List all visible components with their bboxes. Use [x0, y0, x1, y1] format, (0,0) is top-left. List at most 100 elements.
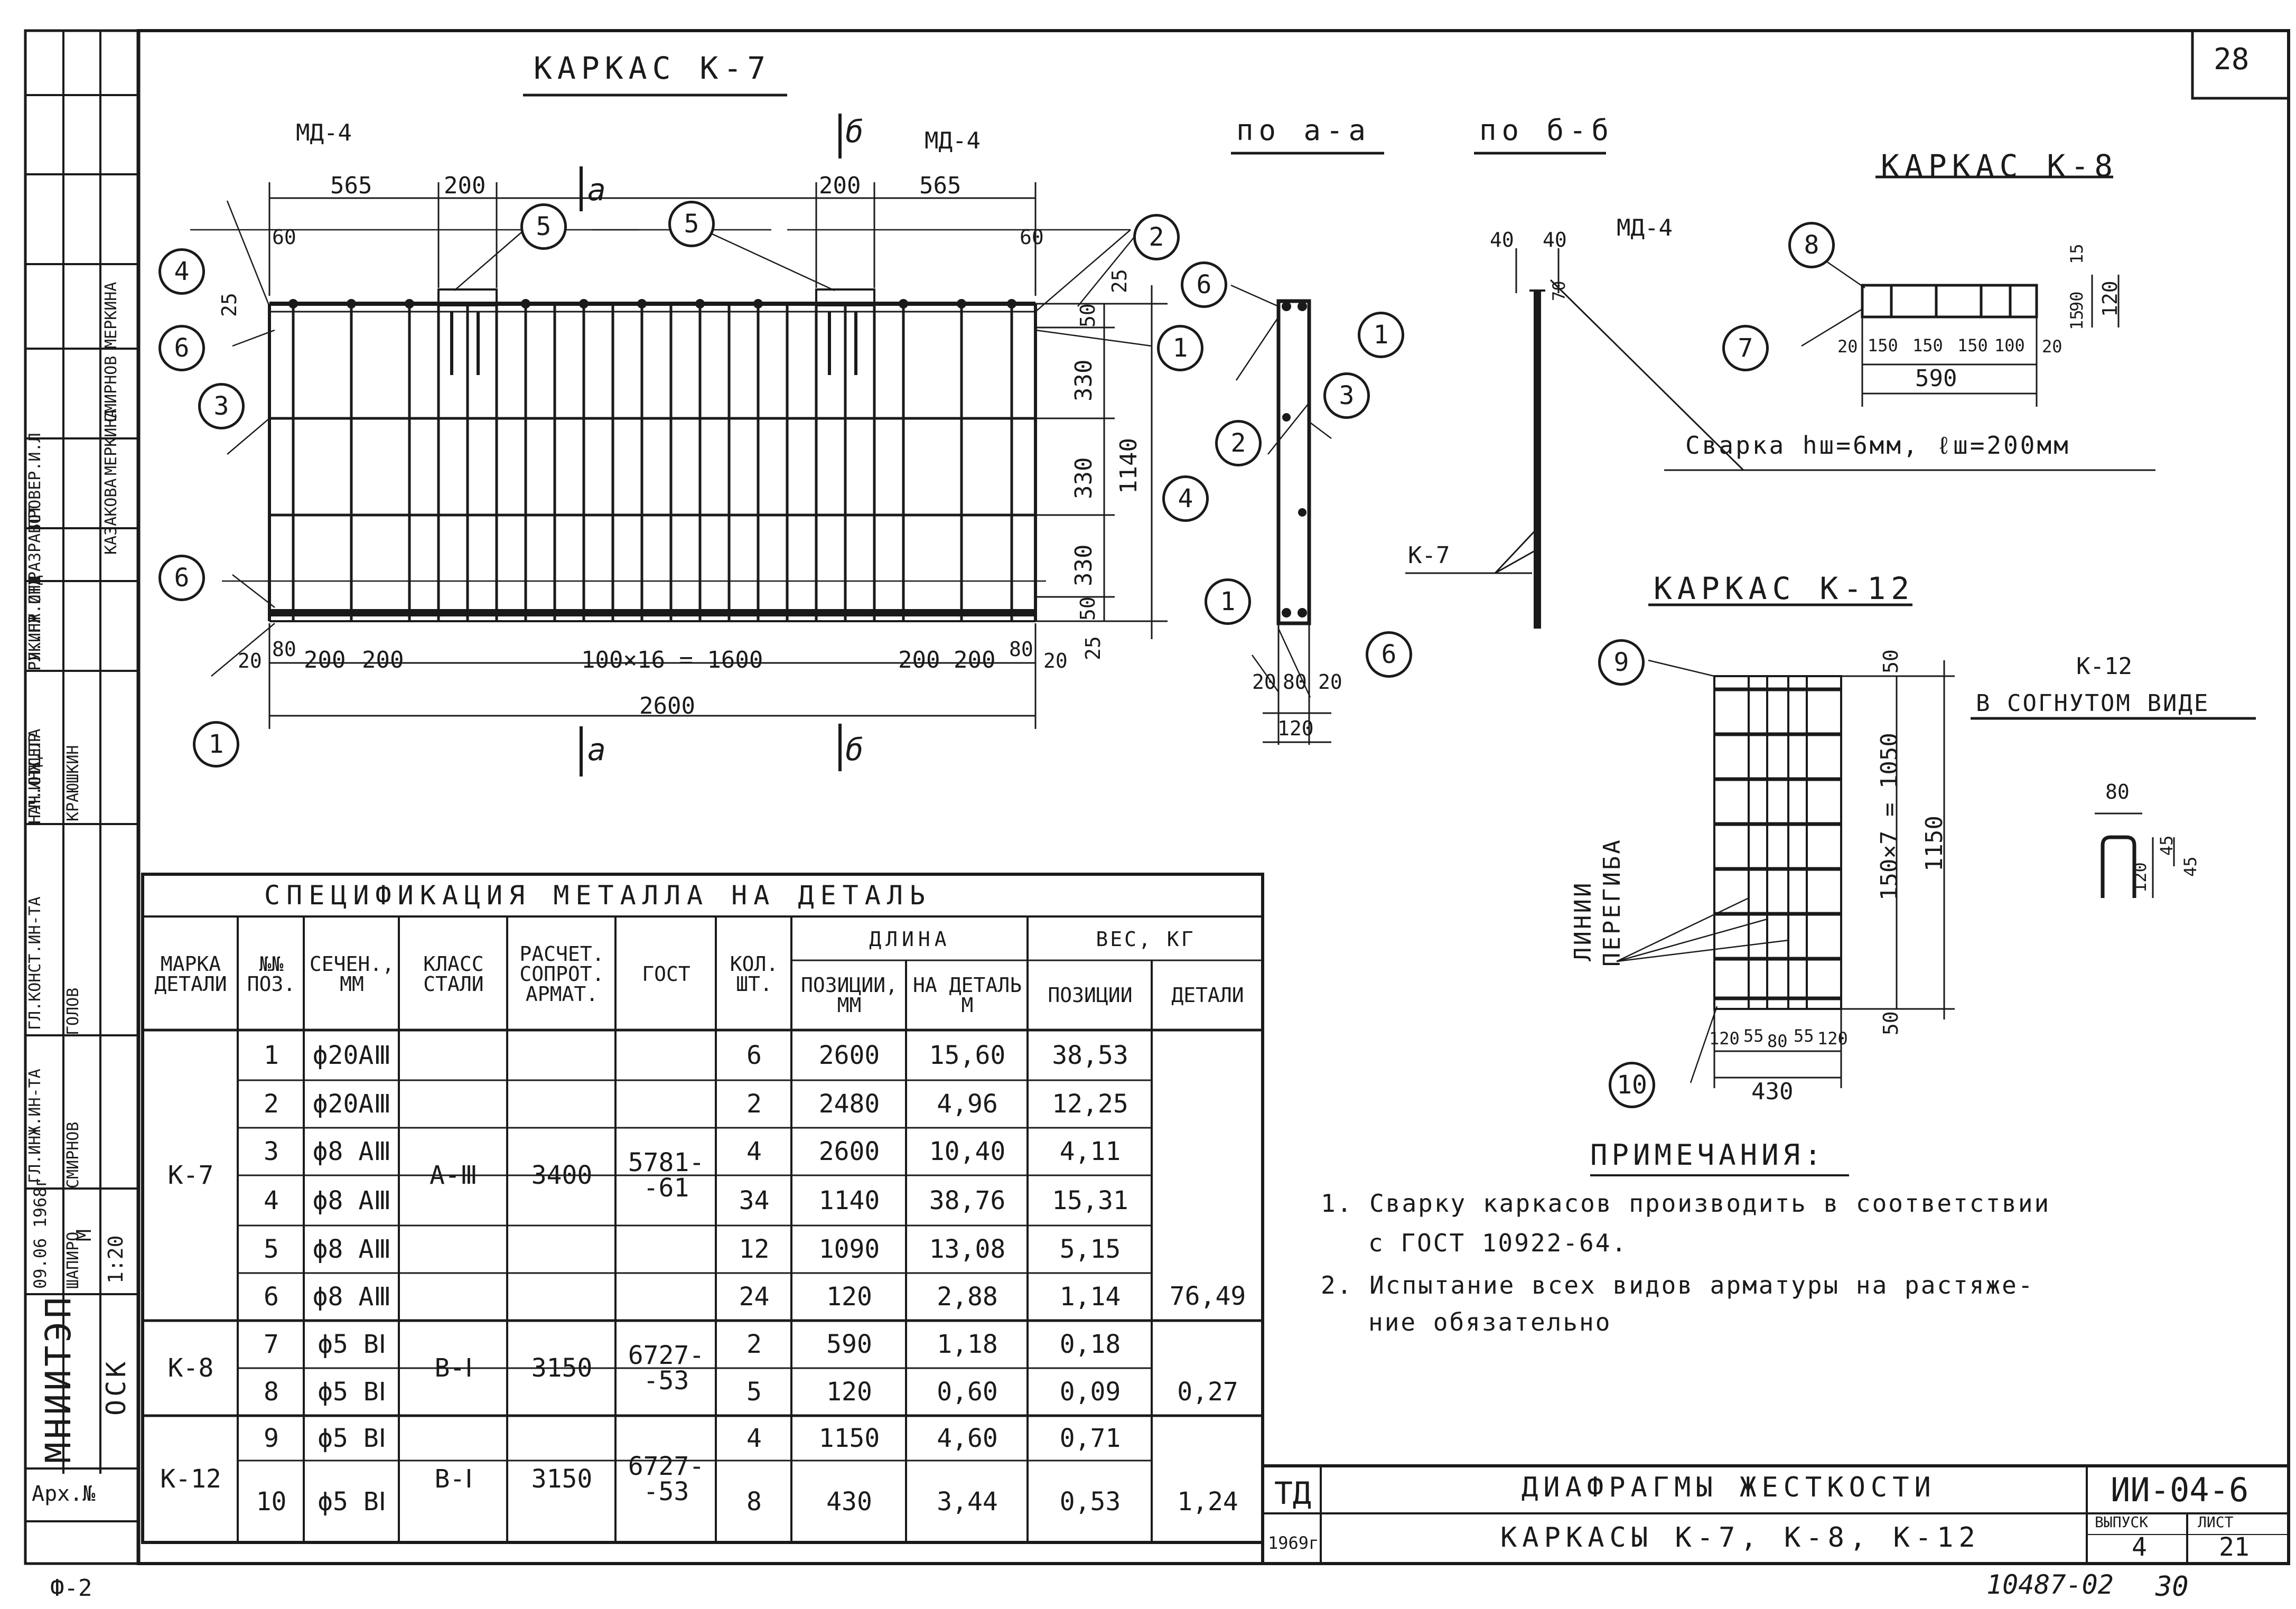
k12-dim-bottom-2: 55 [1743, 1026, 1764, 1046]
spec-row-2-ves: 12,25 [1052, 1089, 1128, 1119]
k12-dim-right-3: 50 [1879, 1011, 1902, 1035]
stamp-dept: ОСК [101, 1358, 132, 1416]
spec-row-9-ves: 0,71 [1059, 1423, 1121, 1453]
k7-mark-5-left: 5 [520, 203, 567, 250]
spec-g2-gost: 6727- -53 [628, 1341, 705, 1396]
spec-h-ves: ВЕС, КГ [1096, 928, 1196, 951]
spec-h-kol: КОЛ. ШТ. [730, 952, 779, 996]
k7-section-b-bottom: б [845, 732, 864, 768]
section-aa-mark-3: 3 [1323, 372, 1370, 419]
spec-row-1-sech: ϕ20АⅢ [312, 1040, 391, 1070]
archive-code: 10487-02 [1986, 1569, 2114, 1600]
k7-title: КАРКАС К-7 [534, 50, 771, 86]
tb-vyp-label: ВЫПУСК [2095, 1513, 2149, 1531]
spec-h-dlina: ДЛИНА [869, 928, 951, 951]
spec-row-1-dl-det: 15,60 [929, 1040, 1006, 1070]
weld-note: Сварка hш=6мм, ℓш=200мм [1685, 431, 2070, 460]
spec-g1-marka: К-7 [167, 1161, 214, 1190]
spec-row-9-kol: 4 [746, 1423, 762, 1453]
k7-dim-bottom-1: 20 [238, 649, 262, 672]
spec-row-5-kol: 12 [739, 1234, 770, 1264]
stamp-role-7: НАЧ.ОТДЕЛА [26, 728, 44, 824]
section-bb-dim-1: 40 [1490, 228, 1514, 251]
k7-dim-top-1: 565 [330, 172, 372, 199]
k7-dim-right-2: 50 [1076, 303, 1099, 328]
k7-dim-total-h: 1140 [1115, 438, 1142, 494]
spec-h-ves-det: ДЕТАЛИ [1171, 984, 1244, 1007]
spec-row-2-dl-det: 4,96 [937, 1089, 998, 1119]
spec-row-6-dl-poz: 120 [826, 1282, 872, 1312]
spec-row-10-dl-det: 3,44 [937, 1486, 998, 1517]
k7-dim-bottom-7: 200 [954, 647, 996, 673]
k7-dim-bottom-8: 80 [1009, 638, 1033, 661]
spec-row-6-kol: 24 [739, 1282, 770, 1312]
spec-row-6-sech: ϕ8 АⅢ [312, 1282, 391, 1312]
spec-row-7-sech: ϕ5 ВⅠ [318, 1330, 386, 1359]
section-bb-title: по б-б [1479, 114, 1614, 147]
k7-dim-right-1: 25 [1108, 269, 1131, 293]
k7-mark-1-bottom: 1 [193, 721, 239, 768]
spec-row-2-pos: 2 [264, 1089, 279, 1119]
form-code: Ф-2 [50, 1575, 92, 1602]
spec-g3-klass: В-Ⅰ [434, 1464, 473, 1494]
stamp-date: 09.06 1968г [30, 1177, 50, 1289]
spec-row-8-dl-poz: 120 [826, 1377, 872, 1407]
k8-total-w: 590 [1915, 365, 1957, 392]
spec-h-ves-poz: ПОЗИЦИИ [1048, 984, 1133, 1007]
k12-dim-bottom-4: 55 [1794, 1026, 1814, 1046]
spec-h-dl-det: НА ДЕТАЛЬ М [913, 974, 1022, 1017]
k7-dim-bottom-3: 200 [304, 647, 346, 673]
k7-mark-2: 2 [1133, 214, 1180, 260]
spec-row-9-pos: 9 [264, 1423, 279, 1453]
tb-year: 1969г [1268, 1533, 1319, 1553]
k7-mark-3: 3 [198, 383, 245, 429]
tb-name-2: КАРКАСЫ К-7, К-8, К-12 [1500, 1522, 1981, 1554]
k12-title: КАРКАС К-12 [1654, 570, 1915, 606]
k7-section-a-top: а [587, 172, 606, 208]
spec-g2-marka: К-8 [167, 1353, 214, 1383]
section-aa-mark-1-top: 1 [1358, 312, 1404, 358]
k7-dim-bottom-6: 200 [898, 647, 940, 673]
notes-line-3: 2. Испытание всех видов арматуры на раст… [1321, 1271, 2034, 1299]
k8-dim-right-2: 90 [2067, 291, 2087, 312]
spec-g1-rasch: 3400 [531, 1161, 593, 1190]
k7-dim-top-2: 200 [444, 172, 486, 199]
k7-dim-right-4: 330 [1070, 457, 1097, 499]
spec-row-2-sech: ϕ20АⅢ [312, 1089, 391, 1119]
k12-total-h: 1150 [1921, 816, 1948, 872]
tb-name-1: ДИАФРАГМЫ ЖЕСТКОСТИ [1522, 1472, 1936, 1503]
section-bb-md: МД-4 [1617, 214, 1673, 241]
section-bb-k7-label: К-7 [1408, 542, 1450, 569]
k8-mark-7: 7 [1722, 325, 1769, 371]
k12-bent-dim-45a: 45 [2157, 835, 2177, 856]
spec-row-2-dl-poz: 2480 [818, 1089, 880, 1119]
spec-row-5-pos: 5 [264, 1234, 279, 1264]
tb-list: 21 [2219, 1532, 2250, 1562]
k7-dim-bottom-2: 80 [272, 638, 296, 661]
spec-title: СПЕЦИФИКАЦИЯ МЕТАЛЛА НА ДЕТАЛЬ [264, 880, 932, 911]
tb-vyp: 4 [2132, 1532, 2147, 1562]
spec-row-9-sech: ϕ5 ВⅠ [318, 1423, 386, 1453]
k12-dim-bottom-3: 80 [1767, 1031, 1788, 1051]
spec-h-marka: МАРКА ДЕТАЛИ [154, 952, 227, 996]
section-aa-total: 120 [1277, 717, 1314, 740]
spec-row-5-dl-poz: 1090 [818, 1234, 880, 1264]
k12-bent-dim-45b: 45 [2180, 856, 2200, 877]
spec-row-1-ves: 38,53 [1052, 1040, 1128, 1070]
stamp-role-6: ГЛ.КОНСТ.ИН-ТА [26, 896, 44, 1030]
k7-dim-right-3: 330 [1070, 359, 1097, 401]
k8-total-h: 120 [2098, 280, 2122, 317]
k8-dim-4: 150 [1957, 335, 1988, 356]
k12-mark-9: 9 [1598, 639, 1645, 686]
spec-row-7-dl-poz: 590 [826, 1330, 872, 1359]
section-aa-title: по а-а [1236, 114, 1371, 147]
spec-g1-det: 76,49 [1169, 1281, 1246, 1311]
k7-dim-bottom-4: 200 [362, 647, 404, 673]
notes-line-2: с ГОСТ 10922-64. [1368, 1229, 1628, 1257]
spec-row-4-dl-poz: 1140 [818, 1185, 880, 1215]
stamp-role-4: ПРОВЕР.И.Л [26, 433, 44, 528]
spec-g1-gost: 5781- -61 [628, 1148, 705, 1203]
stamp-scale: 1:20 [104, 1235, 127, 1284]
spec-g2-klass: В-Ⅰ [434, 1353, 473, 1383]
